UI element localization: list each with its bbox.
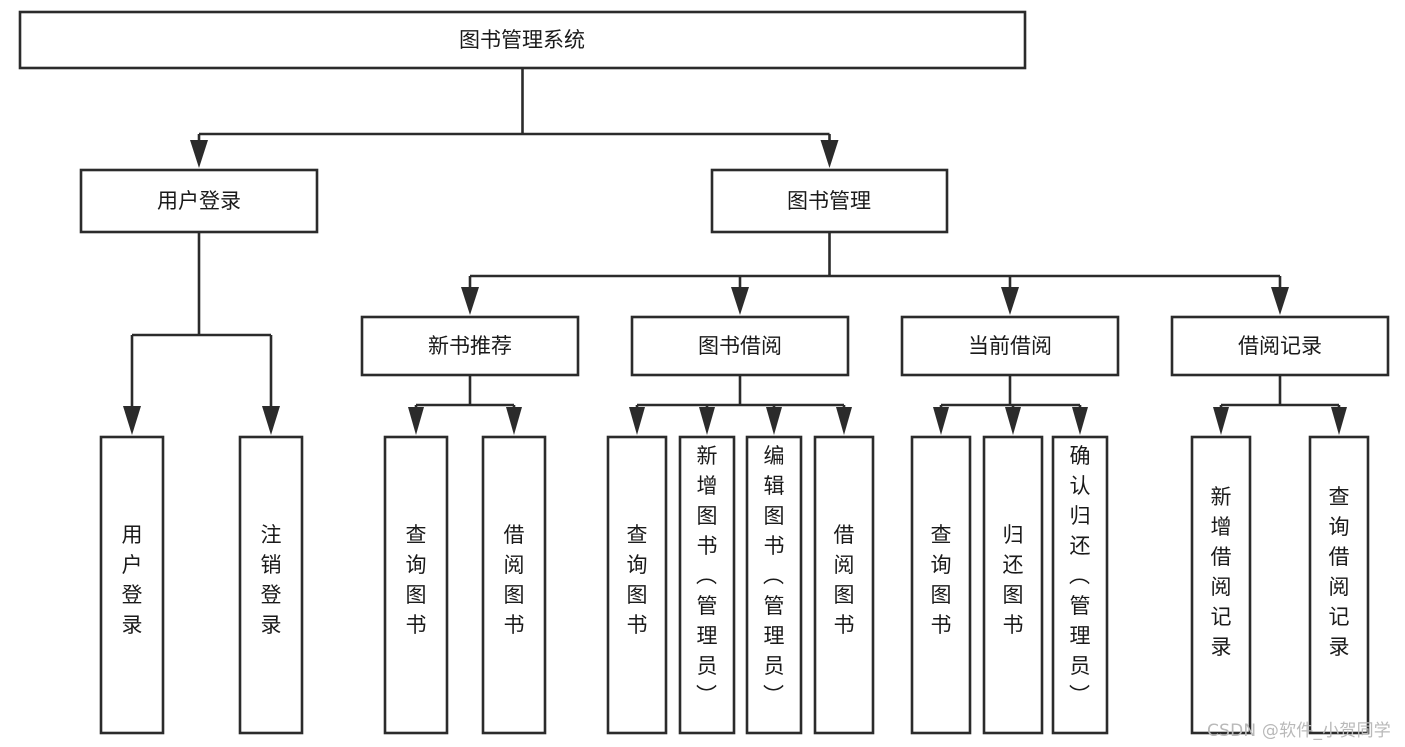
arrow-head-borrow-record [1271, 287, 1289, 315]
arrow-head-current-borrow [1001, 287, 1019, 315]
node-borrow-record-label: 借阅记录 [1238, 334, 1322, 358]
node-leaf-query-book-rec-label: 查询图书 [406, 523, 427, 637]
node-leaf-logout-login-box[interactable] [238, 435, 304, 735]
node-leaf-return-book-box[interactable] [982, 435, 1044, 735]
arrow-head-user-login [190, 140, 208, 168]
arrow-head-new-book-recommend [461, 287, 479, 315]
node-user-login[interactable]: 用户登录 [79, 168, 319, 234]
node-leaf-query-book-borrow-box[interactable] [606, 435, 668, 735]
arrow-head-leaf-add-borrow-record [1213, 407, 1229, 435]
connector-layer [123, 68, 1347, 435]
node-leaf-borrow-book-rec[interactable]: 借阅图书 [481, 435, 547, 735]
node-leaf-borrow-book-rec-label: 借阅图书 [504, 523, 525, 637]
node-leaf-return-book[interactable]: 归还图书 [982, 435, 1044, 735]
watermark-label: CSDN @软件_小贺同学 [1207, 721, 1391, 741]
node-current-borrow-box[interactable] [900, 315, 1120, 377]
arrow-head-leaf-borrow-book-rec [506, 407, 522, 435]
node-leaf-confirm-return-admin[interactable]: 确认归还（管理员） [1051, 435, 1109, 735]
node-book-management-label: 图书管理 [787, 189, 871, 213]
arrow-head-book-borrow [731, 287, 749, 315]
node-new-book-recommend-box[interactable] [360, 315, 580, 377]
node-borrow-record[interactable]: 借阅记录 [1170, 315, 1390, 377]
node-leaf-query-book-rec-box[interactable] [383, 435, 449, 735]
node-book-borrow-label: 图书借阅 [698, 334, 782, 358]
arrow-head-leaf-edit-book-admin [766, 407, 782, 435]
node-leaf-query-book-current-box[interactable] [910, 435, 972, 735]
node-root-box[interactable] [18, 10, 1027, 70]
node-leaf-edit-book-admin-label: 编辑图书（管理员） [763, 444, 785, 708]
node-book-management[interactable]: 图书管理 [710, 168, 949, 234]
node-root-label: 图书管理系统 [459, 28, 585, 52]
arrow-head-leaf-query-borrow-record [1331, 407, 1347, 435]
node-leaf-query-book-borrow-label: 查询图书 [627, 523, 648, 637]
arrow-head-leaf-confirm-return-admin [1072, 407, 1088, 435]
arrow-head-leaf-query-book-current [933, 407, 949, 435]
node-new-book-recommend[interactable]: 新书推荐 [360, 315, 580, 377]
arrow-head-leaf-return-book [1005, 407, 1021, 435]
node-leaf-add-borrow-record-label: 新增借阅记录 [1211, 485, 1232, 659]
node-leaf-query-book-current-label: 查询图书 [931, 523, 952, 637]
node-leaf-query-borrow-record-box[interactable] [1308, 435, 1370, 735]
node-user-login-box[interactable] [79, 168, 319, 234]
arrow-head-leaf-logout-login [262, 406, 280, 435]
node-leaf-query-book-rec[interactable]: 查询图书 [383, 435, 449, 735]
node-leaf-return-book-label: 归还图书 [1003, 523, 1024, 637]
node-book-borrow[interactable]: 图书借阅 [630, 315, 850, 377]
node-leaf-user-login-label: 用户登录 [122, 523, 143, 637]
node-leaf-add-book-admin-box[interactable] [678, 435, 736, 735]
node-leaf-confirm-return-admin-label: 确认归还（管理员） [1069, 444, 1091, 708]
node-book-borrow-box[interactable] [630, 315, 850, 377]
node-leaf-logout-login-label: 注销登录 [261, 523, 282, 637]
node-leaf-edit-book-admin-box[interactable] [745, 435, 803, 735]
arrow-head-leaf-query-book-rec [408, 407, 424, 435]
arrow-head-leaf-query-book-borrow [629, 407, 645, 435]
node-user-login-label: 用户登录 [157, 189, 241, 213]
arrow-head-leaf-add-book-admin [699, 407, 715, 435]
node-leaf-borrow-book-box[interactable] [813, 435, 875, 735]
node-book-management-box[interactable] [710, 168, 949, 234]
node-leaf-query-book-borrow[interactable]: 查询图书 [606, 435, 668, 735]
node-leaf-logout-login[interactable]: 注销登录 [238, 435, 304, 735]
arrow-head-leaf-user-login [123, 406, 141, 435]
node-leaf-borrow-book-rec-box[interactable] [481, 435, 547, 735]
node-borrow-record-box[interactable] [1170, 315, 1390, 377]
node-leaf-add-borrow-record[interactable]: 新增借阅记录 [1190, 435, 1252, 735]
node-leaf-add-book-admin-label: 新增图书（管理员） [696, 444, 718, 708]
node-leaf-query-book-current[interactable]: 查询图书 [910, 435, 972, 735]
arrow-head-book-management [820, 140, 839, 168]
node-leaf-user-login[interactable]: 用户登录 [99, 435, 165, 735]
node-leaf-borrow-book[interactable]: 借阅图书 [813, 435, 875, 735]
node-leaf-confirm-return-admin-box[interactable] [1051, 435, 1109, 735]
node-current-borrow[interactable]: 当前借阅 [900, 315, 1120, 377]
node-current-borrow-label: 当前借阅 [968, 334, 1052, 358]
node-leaf-add-book-admin[interactable]: 新增图书（管理员） [678, 435, 736, 735]
node-new-book-recommend-label: 新书推荐 [428, 334, 512, 358]
node-leaf-borrow-book-label: 借阅图书 [834, 523, 855, 637]
leaf-node-layer: 用户登录 注销登录 查询图书 借阅图书 查询图书 新增图书（管理员） 编辑图书（管理员） 借阅… [99, 435, 1370, 735]
node-leaf-query-borrow-record[interactable]: 查询借阅记录 [1308, 435, 1370, 735]
node-leaf-query-borrow-record-label: 查询借阅记录 [1329, 485, 1350, 659]
node-leaf-user-login-box[interactable] [99, 435, 165, 735]
node-leaf-add-borrow-record-box[interactable] [1190, 435, 1252, 735]
node-leaf-edit-book-admin[interactable]: 编辑图书（管理员） [745, 435, 803, 735]
node-root[interactable]: 图书管理系统 [18, 10, 1027, 70]
arrow-head-leaf-borrow-book [836, 407, 852, 435]
